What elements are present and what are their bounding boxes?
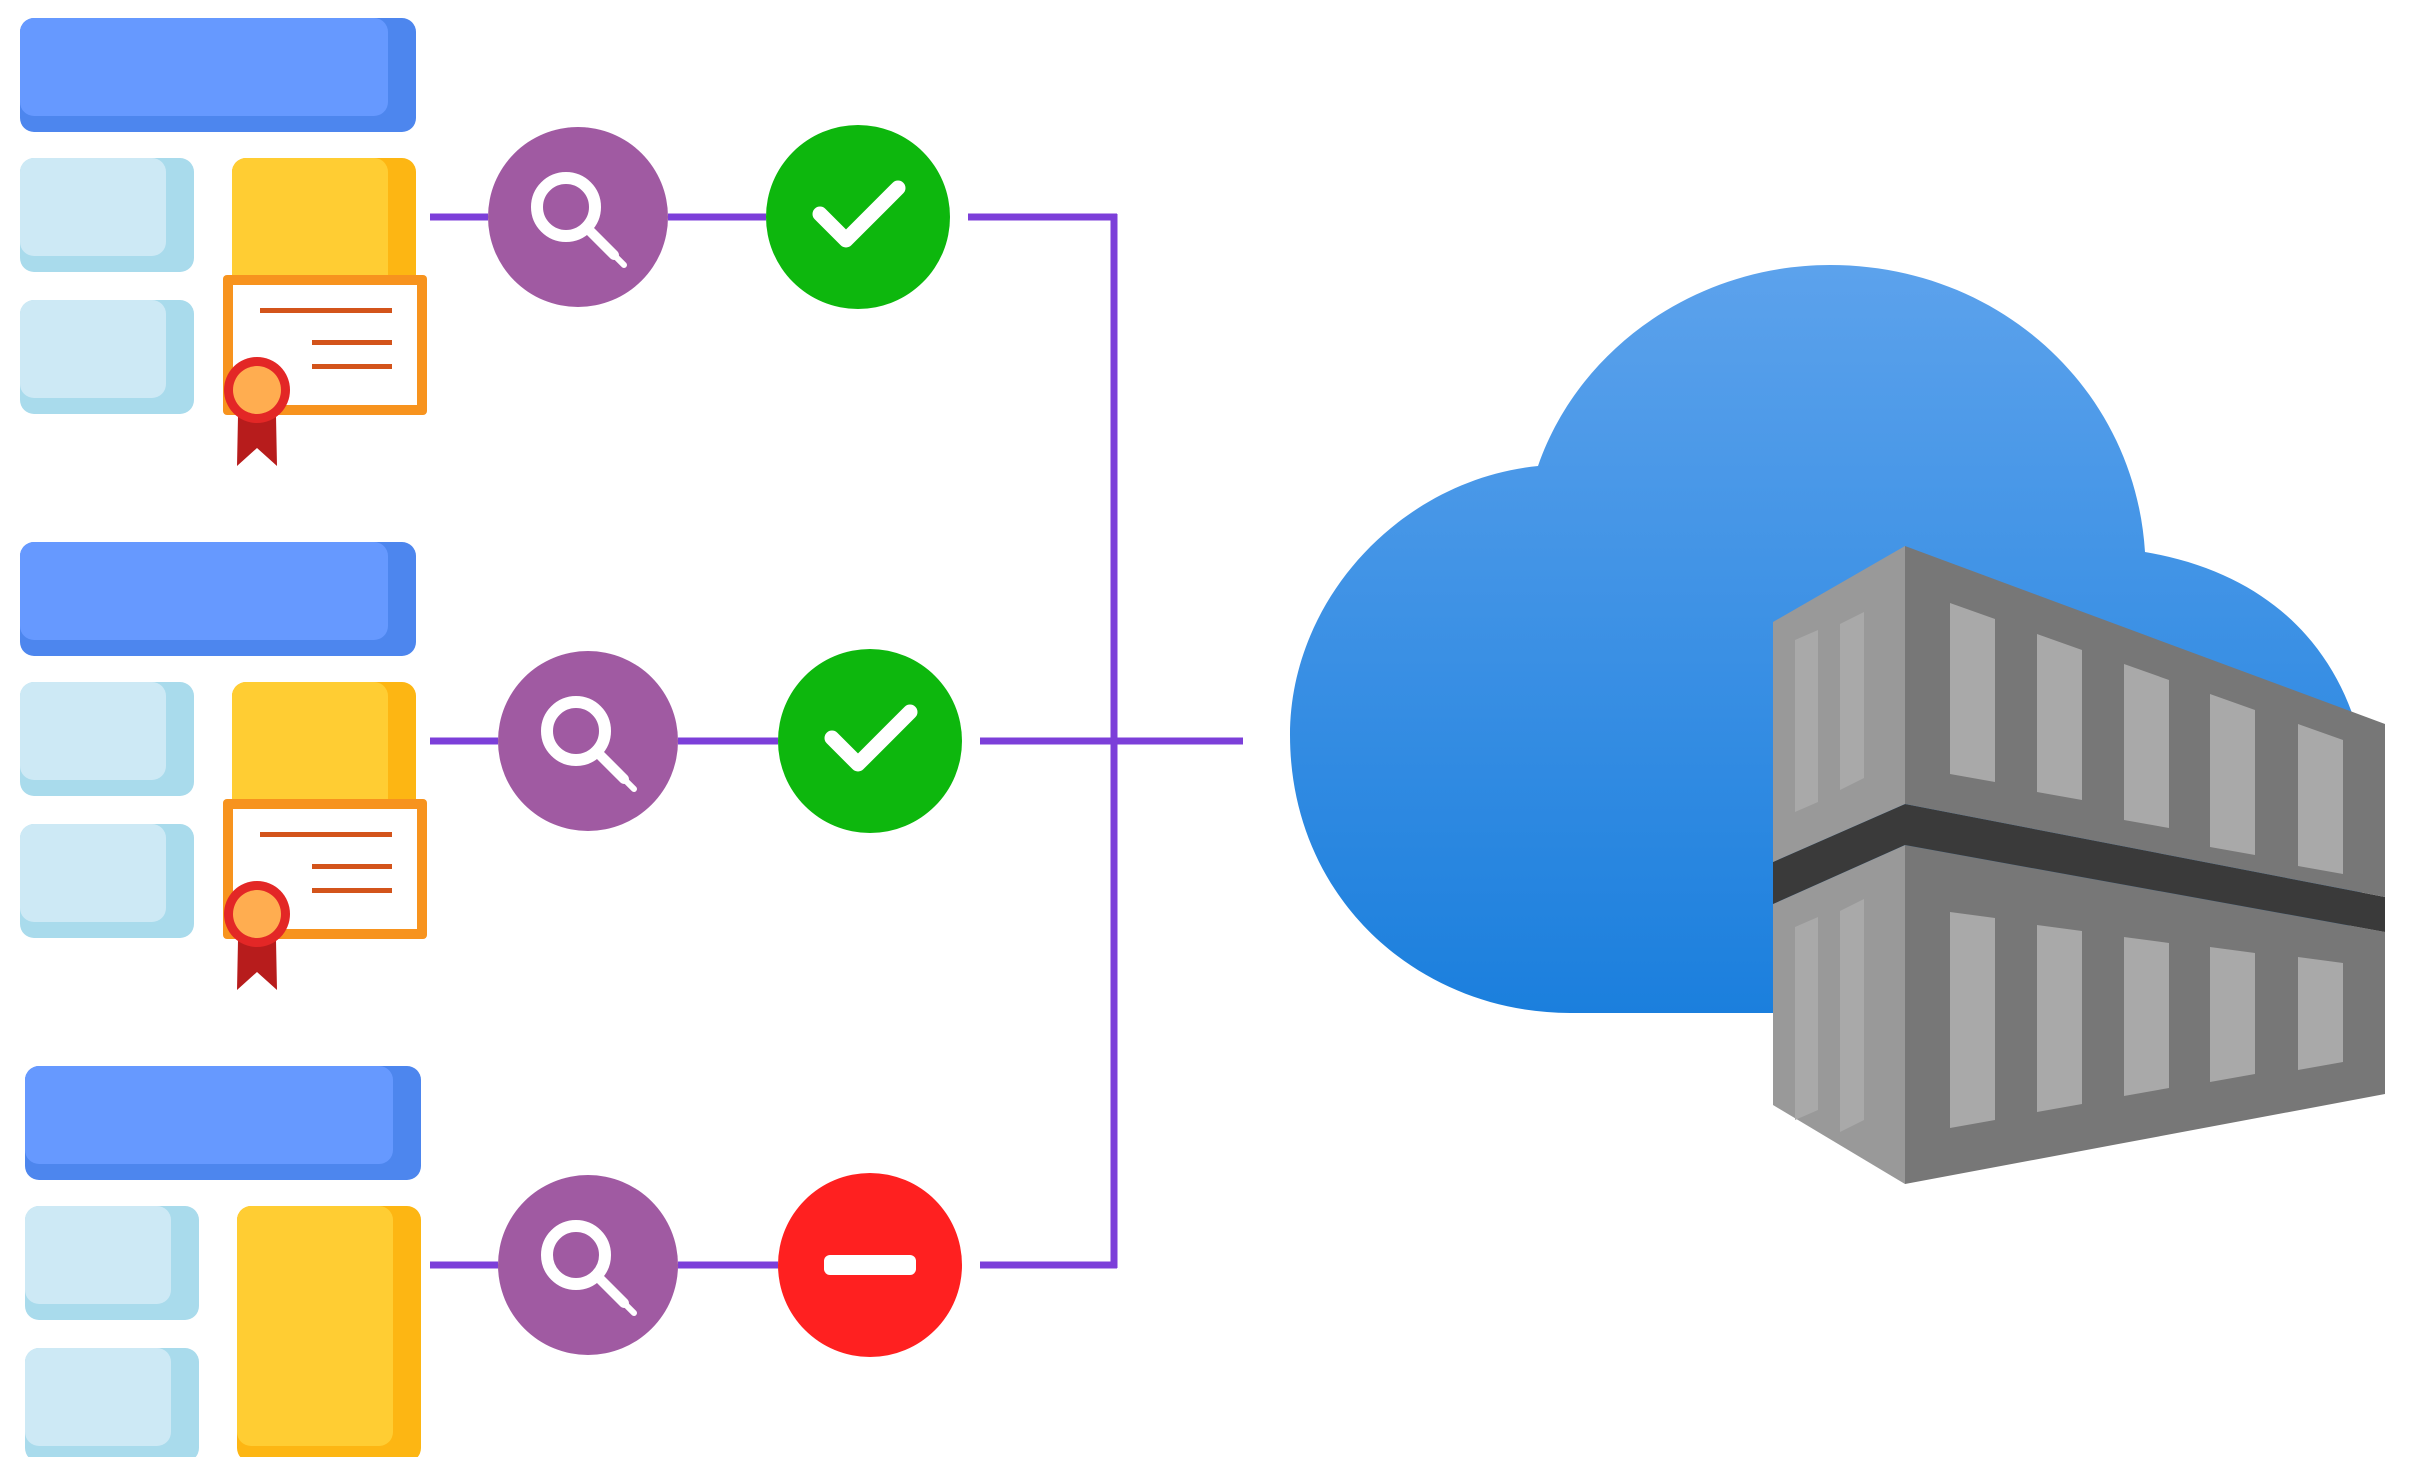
checkmark-icon: [824, 704, 918, 772]
magnifier-icon: [541, 1220, 637, 1316]
container-gap: [1773, 804, 2385, 932]
checkmark-icon: [812, 180, 906, 248]
result-circle: [778, 649, 962, 833]
scan-circle: [488, 127, 668, 307]
document-icon: [20, 18, 427, 466]
certificate-icon: [223, 799, 427, 990]
artifact-row: [20, 542, 1117, 990]
scan-step: [488, 127, 668, 307]
result-circle: [766, 125, 950, 309]
artifact-rows: [20, 18, 1117, 1457]
document-header-bar: [20, 542, 416, 656]
minus-icon: [824, 1255, 916, 1275]
container-panel: [2037, 634, 2082, 800]
container-panel: [2298, 957, 2343, 1070]
connector-bus: [1110, 214, 1243, 1268]
result-step: [778, 1173, 962, 1357]
artifact-row: [25, 1066, 1117, 1457]
container-panel: [2037, 925, 2082, 1112]
container-panel: [1795, 630, 1818, 812]
container-panel: [1840, 899, 1864, 1132]
document-block: [25, 1348, 199, 1457]
magnifier-icon: [541, 696, 637, 792]
document-block: [20, 682, 194, 796]
container-panel: [2124, 937, 2169, 1096]
container-panel: [1950, 603, 1995, 782]
container-panel: [2298, 724, 2343, 874]
scan-circle: [498, 651, 678, 831]
document-panel: [232, 682, 416, 832]
document-icon: [20, 542, 427, 990]
result-step: [766, 125, 950, 309]
magnifier-icon: [531, 172, 627, 268]
ribbon-icon: [237, 416, 277, 466]
container-panel: [1795, 917, 1818, 1120]
artifact-row: [20, 18, 1117, 466]
container-panel: [2124, 664, 2169, 828]
document-panel: [237, 1206, 421, 1457]
document-header-bar: [20, 18, 416, 132]
scan-step: [498, 651, 678, 831]
document-icon: [25, 1066, 421, 1457]
document-block: [20, 824, 194, 938]
container-panel: [2210, 947, 2255, 1082]
result-step: [778, 649, 962, 833]
document-block: [25, 1206, 199, 1320]
container-panel: [2210, 694, 2255, 855]
document-block: [20, 158, 194, 272]
document-header-bar: [25, 1066, 421, 1180]
document-panel: [232, 158, 416, 308]
document-block: [20, 300, 194, 414]
ribbon-icon: [237, 940, 277, 990]
container-stack-icon: [1773, 546, 2385, 1184]
cloud-registry: [1290, 265, 2385, 1184]
certificate-icon: [223, 275, 427, 466]
container-panel: [1950, 912, 1995, 1128]
scan-step: [498, 1175, 678, 1355]
container-panel: [1840, 612, 1864, 790]
scan-circle: [498, 1175, 678, 1355]
